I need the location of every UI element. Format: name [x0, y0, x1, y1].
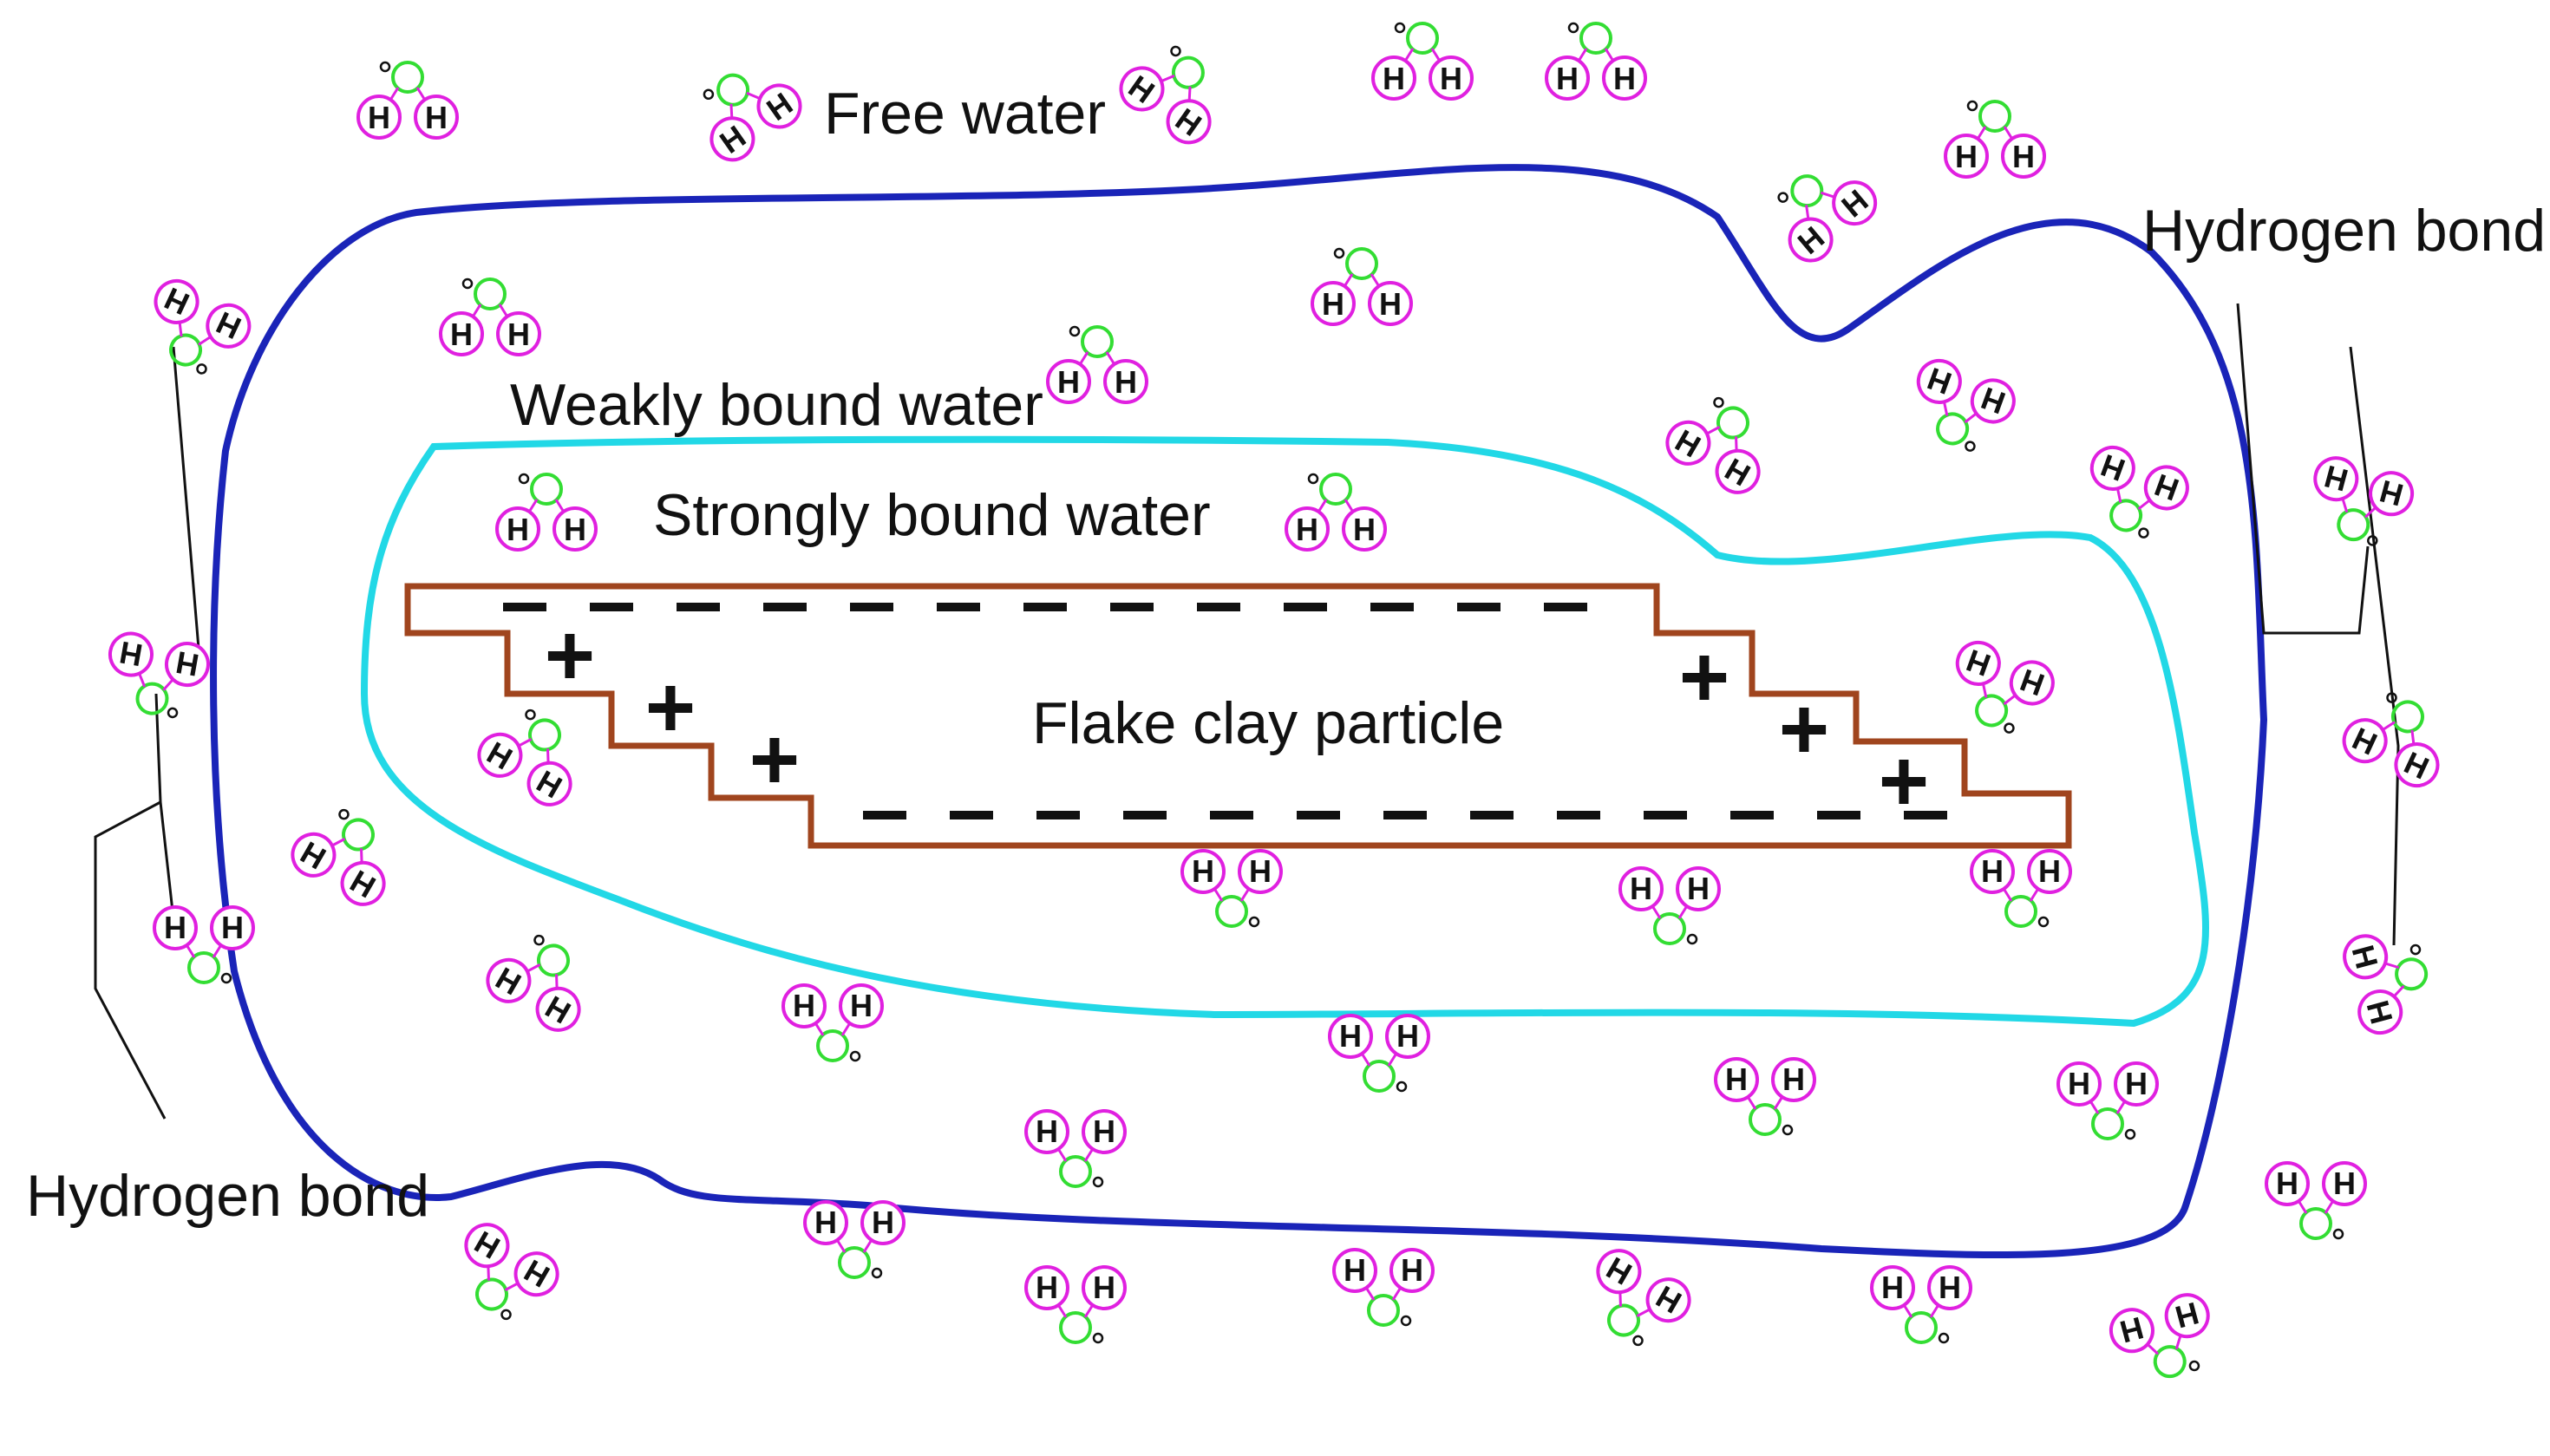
- water-molecule: [1024, 1265, 1127, 1344]
- water-molecule: [1371, 22, 1474, 101]
- water-molecule: [1111, 30, 1239, 153]
- water-molecule: [469, 695, 597, 814]
- water-molecule: [1870, 1265, 1972, 1344]
- water-molecule: [2338, 920, 2441, 1040]
- positive-charge: +: [749, 711, 800, 808]
- strongly-bound-water-boundary: [360, 435, 2209, 1028]
- positive-charges: + + + + + +: [545, 607, 1929, 830]
- water-molecule: [1024, 1109, 1127, 1188]
- water-molecule: [1311, 247, 1413, 326]
- water-molecule: [2072, 440, 2195, 548]
- water-molecule: [1285, 473, 1387, 552]
- water-molecule: [1328, 1014, 1430, 1093]
- water-molecule: [2056, 1061, 2159, 1140]
- positive-charge: +: [545, 607, 595, 704]
- water-molecule: [440, 1215, 567, 1334]
- clay-particle-outline: [404, 583, 2072, 849]
- clay-particle-label: Flake clay particle: [1032, 690, 1505, 756]
- water-molecule: [1944, 100, 2046, 179]
- positive-charge: +: [645, 659, 696, 756]
- water-molecule: [495, 473, 598, 552]
- water-molecule: [153, 905, 255, 984]
- positive-charge: +: [1879, 733, 1929, 830]
- water-molecule: [1332, 1248, 1435, 1327]
- water-molecule: [1899, 353, 2022, 461]
- free-water-label: Free water: [824, 81, 1106, 147]
- water-molecule: [283, 795, 410, 914]
- weakly-bound-water-label: Weakly bound water: [510, 372, 1043, 438]
- water-molecule: [2104, 1288, 2224, 1391]
- water-molecule: [1618, 866, 1721, 945]
- water-molecule: [2265, 1161, 2367, 1240]
- water-molecule: [478, 921, 605, 1040]
- water-molecule: [1572, 1241, 1699, 1360]
- water-molecule: [2299, 451, 2419, 554]
- strongly-bound-water-label: Strongly bound water: [653, 482, 1211, 548]
- water-molecule: [1714, 1057, 1816, 1136]
- positive-charge: +: [1779, 681, 1829, 778]
- water-molecule: [1970, 849, 2072, 928]
- weakly-bound-water-boundary: [210, 164, 2268, 1259]
- water-molecule: [1545, 22, 1647, 101]
- water-molecule: [781, 983, 884, 1062]
- water-molecule: [1938, 635, 2061, 743]
- water-molecule: [803, 1200, 906, 1279]
- positive-charge: +: [1679, 629, 1729, 726]
- water-molecule: [133, 272, 258, 387]
- water-molecule: [682, 48, 810, 170]
- water-molecule: [1046, 325, 1148, 404]
- water-molecule: [356, 61, 459, 140]
- hydrogen-bond-label-right: Hydrogen bond: [2142, 198, 2547, 264]
- hydrogen-bond-label-left: Hydrogen bond: [26, 1163, 430, 1229]
- hydrogen-bond-lines: [94, 303, 2400, 1120]
- water-molecule: [1658, 383, 1785, 502]
- water-molecule: [1757, 146, 1886, 271]
- water-molecule: [439, 277, 541, 356]
- water-molecule: [1180, 849, 1283, 928]
